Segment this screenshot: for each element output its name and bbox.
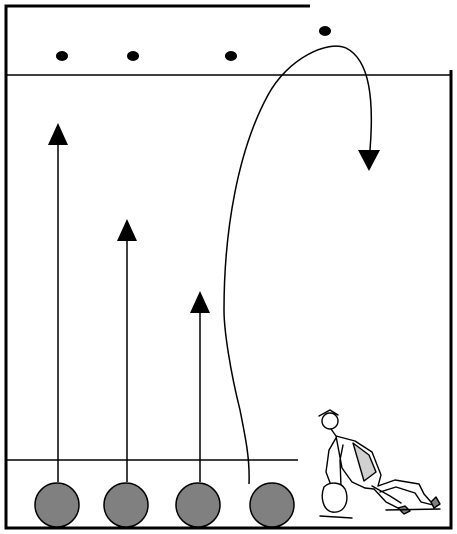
curved-run-arrowhead bbox=[358, 150, 380, 171]
top-marker-4 bbox=[319, 26, 331, 36]
player-position-1 bbox=[34, 482, 80, 528]
run-arrow-1-head bbox=[48, 123, 68, 145]
player-position-3 bbox=[175, 482, 221, 528]
curved-run-path bbox=[223, 45, 373, 485]
player-position-2 bbox=[103, 482, 149, 528]
run-arrow-3-head bbox=[190, 291, 210, 313]
top-marker-3 bbox=[225, 51, 237, 61]
run-arrow-2-head bbox=[117, 219, 137, 241]
top-marker-1 bbox=[56, 51, 68, 61]
kneeling-coach-icon bbox=[318, 409, 441, 519]
player-position-4 bbox=[249, 482, 295, 528]
top-marker-2 bbox=[127, 51, 139, 61]
field-boundary bbox=[4, 4, 453, 530]
